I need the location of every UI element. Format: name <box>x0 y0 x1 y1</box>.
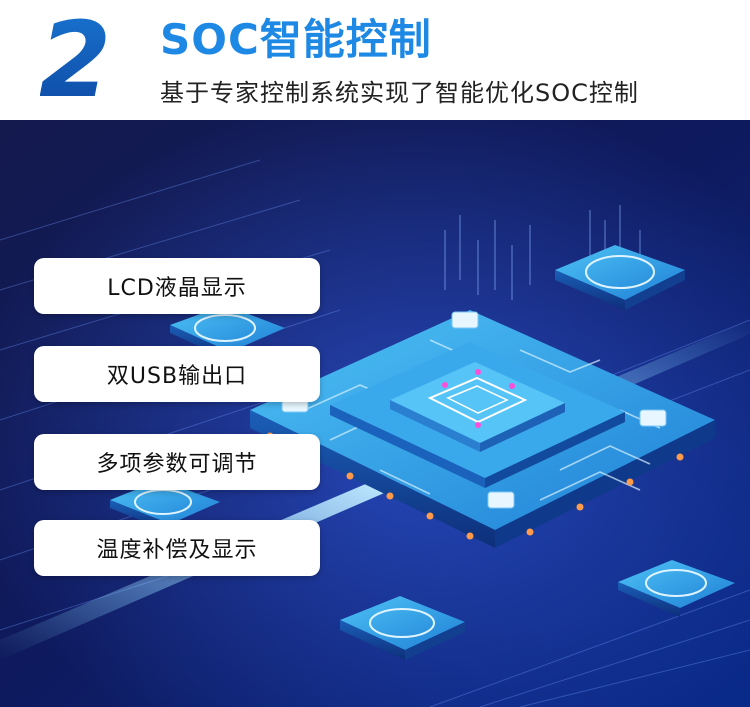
page-title: SOC智能控制 <box>160 15 432 64</box>
feature-dual-usb: 双USB输出口 <box>34 346 320 402</box>
feature-temperature-compensation: 温度补偿及显示 <box>34 520 320 576</box>
circuit-illustration <box>0 120 750 707</box>
feature-adjustable-parameters: 多项参数可调节 <box>34 434 320 490</box>
feature-lcd-display: LCD液晶显示 <box>34 258 320 314</box>
satellite-chip-bottom-right <box>618 560 735 617</box>
page-subtitle: 基于专家控制系统实现了智能优化SOC控制 <box>160 79 639 107</box>
header: 2 SOC智能控制 基于专家控制系统实现了智能优化SOC控制 <box>0 0 750 120</box>
satellite-chip-bottom-center <box>340 596 465 660</box>
section-number: 2 <box>40 8 110 108</box>
data-rain <box>444 205 641 300</box>
satellite-chip-top-right <box>555 245 685 310</box>
circuit-background <box>0 120 750 707</box>
section-number-text: 2 <box>40 8 110 108</box>
main-chip <box>250 310 715 548</box>
